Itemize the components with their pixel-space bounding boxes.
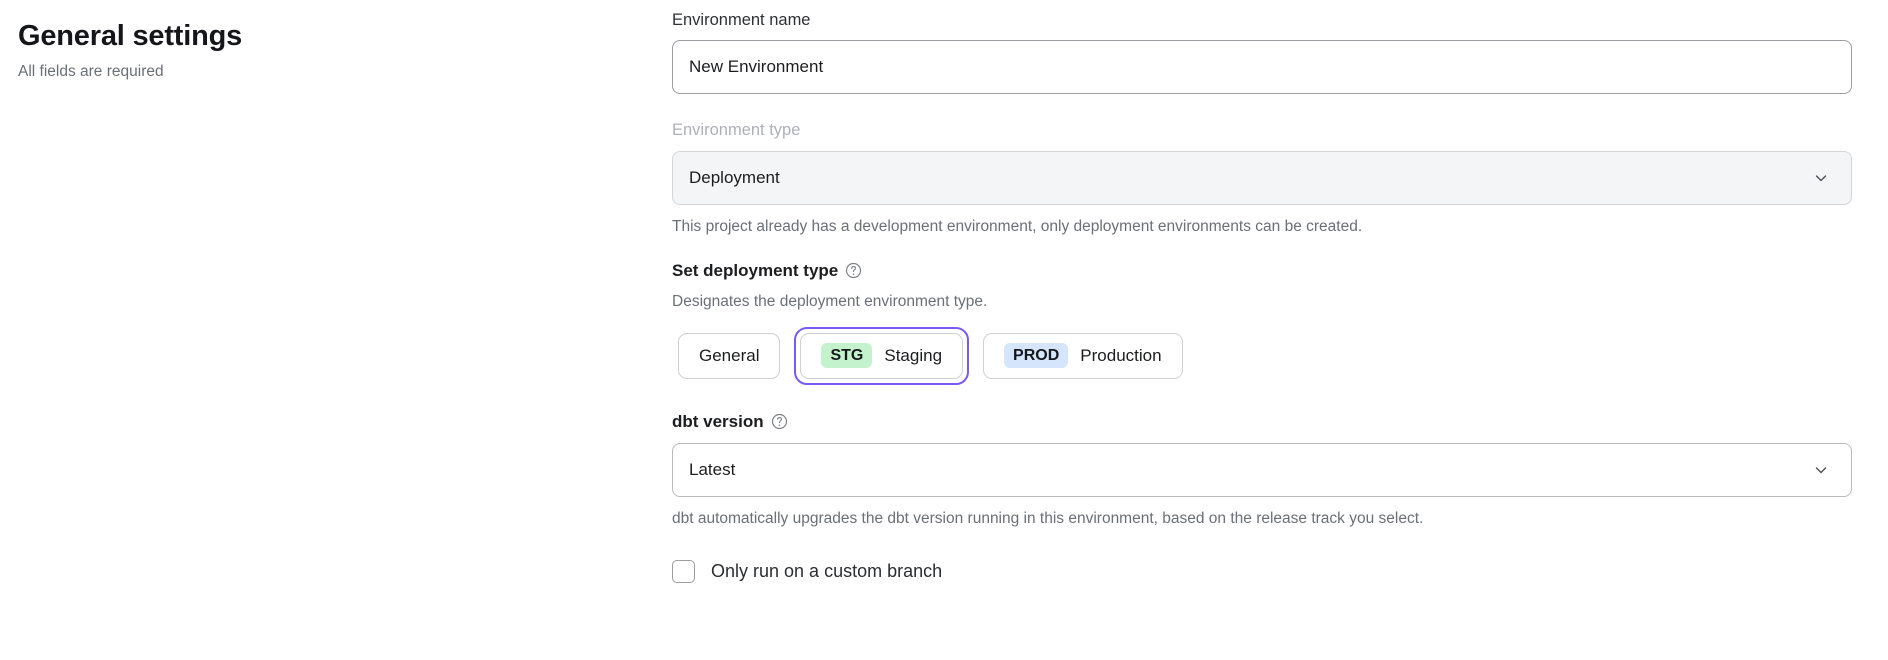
deployment-option-general-wrap: General [672,327,786,385]
custom-branch-label[interactable]: Only run on a custom branch [711,560,943,581]
dbt-version-field: dbt version Latest dbt automatica [672,411,1852,530]
dbt-version-label: dbt version [672,411,764,431]
help-circle-icon[interactable] [845,262,862,279]
settings-form: Environment name New Environment Environ… [672,10,1852,584]
deployment-type-description: Designates the deployment environment ty… [672,292,988,310]
environment-name-input[interactable]: New Environment [672,40,1852,95]
checkbox-icon[interactable] [672,560,695,584]
chevron-down-icon[interactable] [1813,170,1829,186]
deployment-option-staging-wrap: STG Staging [794,326,970,385]
environment-type-select[interactable]: Deployment [672,150,1852,205]
page-subtitle: All fields are required [18,63,164,81]
environment-type-label: Environment type [672,121,801,140]
deployment-option-production-label: Production [1080,345,1162,365]
deployment-type-field: Set deployment type Designates the deplo… [672,260,1852,385]
environment-name-label: Environment name [672,11,811,29]
deployment-option-production-badge: PROD [1004,343,1069,369]
environment-type-helper: This project already has a development e… [672,217,1363,235]
deployment-option-production-wrap: PROD Production [977,327,1189,385]
environment-type-value: Deployment [689,167,780,187]
help-circle-icon[interactable] [771,413,788,430]
environment-name-field: Environment name New Environment [672,10,1852,95]
deployment-option-staging[interactable]: STG Staging [800,332,964,379]
dbt-version-label-row: dbt version [672,411,1852,433]
deployment-option-staging-badge: STG [821,343,873,369]
deployment-option-general[interactable]: General [678,332,781,379]
deployment-option-production[interactable]: PROD Production [983,332,1183,379]
dbt-version-helper: dbt automatically upgrades the dbt versi… [672,509,1424,527]
deployment-type-options: General STG Staging PROD Production [672,326,1852,385]
custom-branch-row[interactable]: Only run on a custom branch [672,560,1852,584]
deployment-option-general-label: General [699,345,760,365]
dbt-version-value: Latest [689,459,736,479]
page-title: General settings [18,20,243,52]
deployment-option-staging-label: Staging [884,345,943,365]
chevron-down-icon[interactable] [1813,462,1829,478]
dbt-version-select[interactable]: Latest [672,442,1852,497]
settings-header: General settings All fields are required [18,18,538,82]
environment-type-field: Environment type Deployment This project… [672,120,1852,237]
deployment-type-label: Set deployment type [672,260,839,280]
deployment-type-label-row: Set deployment type [672,260,1852,282]
